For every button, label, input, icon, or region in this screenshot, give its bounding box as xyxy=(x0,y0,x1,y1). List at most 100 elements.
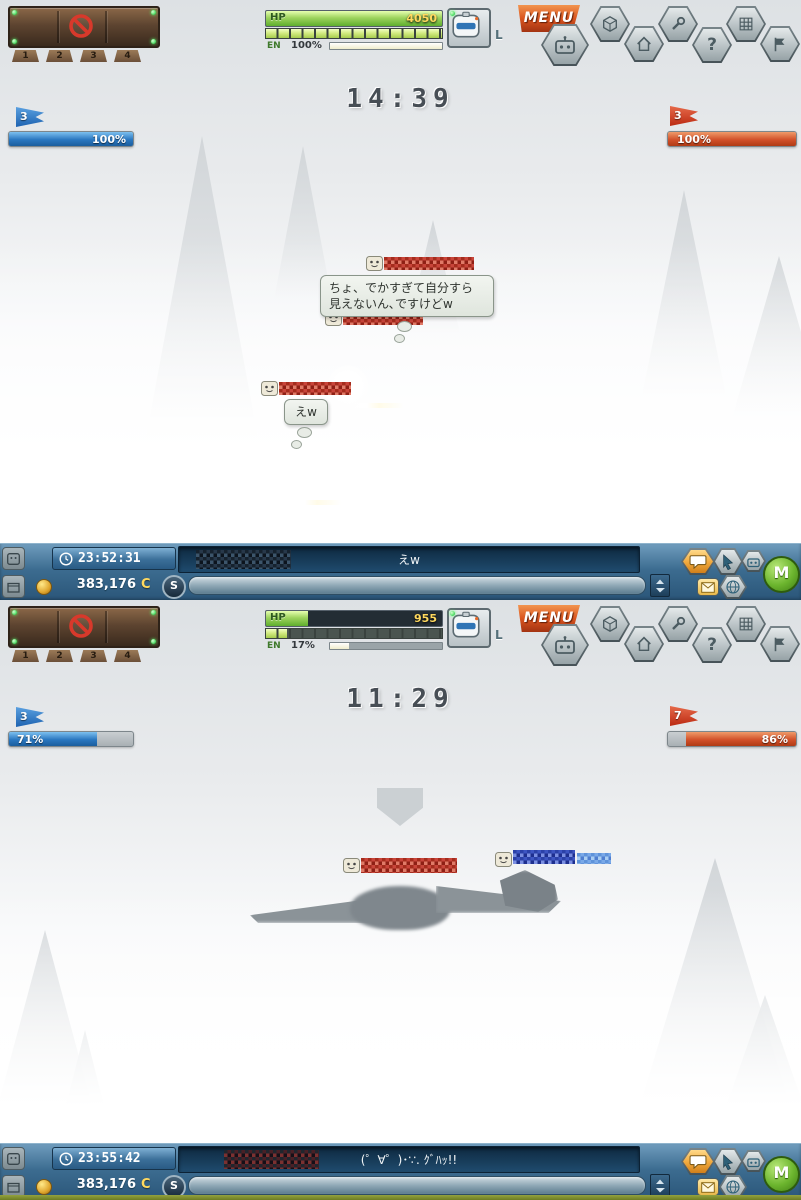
status-panel: HP 955 EN 17% L xyxy=(265,608,510,654)
home-button[interactable] xyxy=(624,26,664,62)
hp-bar: HP 4050 xyxy=(265,10,443,27)
home-button[interactable] xyxy=(624,626,664,662)
wrench-icon xyxy=(672,16,686,30)
status-face-button[interactable] xyxy=(2,1147,25,1170)
weapon-slot-box[interactable] xyxy=(8,606,160,648)
mini-robot-button[interactable] xyxy=(741,550,766,572)
coin-icon xyxy=(36,579,52,595)
scroll-updown-button[interactable] xyxy=(650,1174,670,1197)
battle-screen-1: ちょ、でかすぎて自分すら 見えないん､ですけどw えw 14:39 1 2 3 … xyxy=(0,0,801,600)
cube-button[interactable] xyxy=(590,606,630,642)
weapon-palette[interactable]: 1 2 3 4 xyxy=(8,606,160,666)
weapon-tab-1[interactable]: 1 xyxy=(12,50,39,62)
weapon-tab-2[interactable]: 2 xyxy=(46,650,73,662)
speed-button[interactable]: S xyxy=(162,575,186,599)
weapon-tab-2[interactable]: 2 xyxy=(46,50,73,62)
pointer-button[interactable] xyxy=(713,1148,743,1175)
red-gauge-text: 86% xyxy=(761,733,788,746)
chat-bubble-button[interactable] xyxy=(681,548,715,575)
blue-gauge-text: 100% xyxy=(92,133,126,146)
weapon-palette[interactable]: 1 2 3 4 xyxy=(8,6,160,66)
grid-button[interactable] xyxy=(726,606,766,642)
pilot-badge: L xyxy=(495,28,503,42)
mail-button[interactable] xyxy=(697,1178,719,1196)
help-button[interactable]: ? xyxy=(692,627,732,663)
robot-head-icon xyxy=(747,1157,760,1167)
envelope-icon xyxy=(701,1181,715,1193)
en-label: EN xyxy=(267,41,281,51)
robot-silhouette-body xyxy=(350,886,450,930)
led-indicator xyxy=(151,610,156,615)
currency-symbol: C xyxy=(141,1177,151,1192)
team-red-flag: 3 xyxy=(670,106,700,128)
updown-arrows-icon xyxy=(656,1179,665,1192)
blue-gauge-text: 71% xyxy=(17,733,44,746)
chat-input[interactable] xyxy=(188,576,646,595)
box-icon xyxy=(7,582,20,593)
flag-button[interactable] xyxy=(760,626,800,662)
robot-face-icon xyxy=(452,611,480,638)
weapon-tab-4[interactable]: 4 xyxy=(114,650,141,662)
weapon-slot-box[interactable] xyxy=(8,6,160,48)
flag-number: 7 xyxy=(674,709,682,722)
status-face-button[interactable] xyxy=(2,547,25,570)
player-name-censored xyxy=(384,257,474,270)
led-indicator xyxy=(151,39,156,44)
thought-dot xyxy=(297,427,312,438)
scroll-updown-button[interactable] xyxy=(650,574,670,597)
chat-input[interactable] xyxy=(188,1176,646,1195)
team-blue-gauge: 71% xyxy=(8,731,134,747)
speech-bubble-icon xyxy=(689,555,707,569)
red-gauge-fill xyxy=(685,732,796,746)
chat-log-field[interactable]: えw xyxy=(178,546,640,573)
speech-bubble-line: えw xyxy=(295,405,317,419)
face-icon xyxy=(261,381,278,400)
thought-dot xyxy=(291,440,302,449)
chat-log-field[interactable]: (゜∀゜)･∵. ｸﾞﾊｯ!! xyxy=(178,1146,640,1173)
globe-button[interactable] xyxy=(719,575,747,599)
pointer-button[interactable] xyxy=(713,548,743,575)
m-button[interactable]: M xyxy=(763,1156,800,1193)
time-display: 23:55:42 xyxy=(52,1147,176,1170)
weapon-tab-3[interactable]: 3 xyxy=(80,650,107,662)
wrench-button[interactable] xyxy=(658,606,698,642)
match-timer: 14:39 xyxy=(346,84,455,114)
player-name-censored xyxy=(513,850,575,864)
flag-button[interactable] xyxy=(760,26,800,62)
menu-button[interactable]: MENU xyxy=(518,5,580,32)
cube-button[interactable] xyxy=(590,6,630,42)
robot-face-icon xyxy=(452,11,480,38)
help-button[interactable]: ? xyxy=(692,27,732,63)
weapon-tab-4[interactable]: 4 xyxy=(114,50,141,62)
team-red-gauge: 100% xyxy=(667,131,797,147)
pilot-badge: L xyxy=(495,628,503,642)
red-gauge-text: 100% xyxy=(677,133,711,146)
chat-bubble-button[interactable] xyxy=(681,1148,715,1175)
mini-robot-button[interactable] xyxy=(741,1150,766,1172)
led-indicator xyxy=(12,610,17,615)
thought-dot xyxy=(394,334,405,343)
blue-gauge-fill xyxy=(9,132,133,146)
grid-button[interactable] xyxy=(726,6,766,42)
hp-label: HP xyxy=(270,612,286,623)
en-label: EN xyxy=(267,641,281,651)
m-button[interactable]: M xyxy=(763,556,800,593)
led-indicator xyxy=(12,639,17,644)
item-box-button[interactable] xyxy=(2,575,25,598)
mail-button[interactable] xyxy=(697,578,719,596)
led-indicator xyxy=(151,10,156,15)
chat-message: (゜∀゜)･∵. ｸﾞﾊｯ!! xyxy=(360,1153,458,1167)
weapon-tab-3[interactable]: 3 xyxy=(80,50,107,62)
slot-divider xyxy=(105,11,107,43)
weapon-tab-1[interactable]: 1 xyxy=(12,650,39,662)
no-weapon-icon xyxy=(68,13,94,43)
pilot-portrait[interactable] xyxy=(447,8,491,48)
chat-message: えw xyxy=(398,553,420,567)
hp-segment-bar xyxy=(265,28,443,39)
wrench-button[interactable] xyxy=(658,6,698,42)
grid-icon xyxy=(739,17,753,31)
hp-fill xyxy=(266,611,309,626)
pilot-portrait[interactable] xyxy=(447,608,491,648)
player-name-censored xyxy=(361,858,457,873)
